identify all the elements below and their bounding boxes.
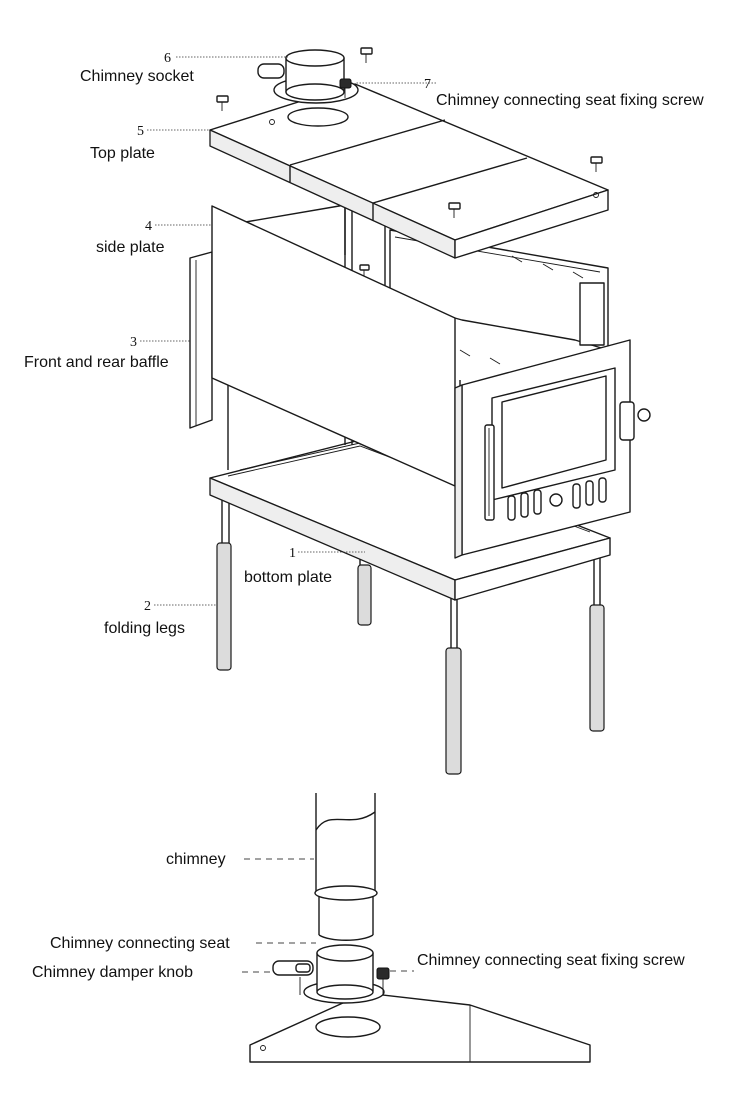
leg-front-right <box>445 598 462 775</box>
label-seat-fixing-screw: Chimney connecting seat fixing screw <box>417 952 685 969</box>
socket-screw-icon <box>339 78 352 98</box>
callout-number: 3 <box>130 335 137 350</box>
seat-fixing-screw-icon <box>376 967 390 995</box>
top-plate <box>209 83 609 259</box>
callout-1: 1 bottom plate <box>244 546 332 586</box>
screw-icon <box>360 47 373 63</box>
label-chimney-damper-knob: Chimney damper knob <box>32 964 193 981</box>
damper-handle <box>257 63 285 79</box>
base-plate-fragment <box>249 992 591 1063</box>
front-rear-baffle <box>189 251 213 429</box>
callout-number: 5 <box>137 124 144 139</box>
callout-number: 7 <box>424 77 431 92</box>
loose-screws <box>216 47 603 276</box>
callout-label-front-rear-baffle: Front and rear baffle <box>24 354 169 371</box>
door-hinge <box>484 424 495 521</box>
damper-knob <box>272 960 314 995</box>
callout-number: 4 <box>145 219 152 234</box>
callout-5: 5 Top plate <box>90 124 155 162</box>
callout-3: 3 Front and rear baffle <box>24 335 169 371</box>
leg-front-left <box>216 480 232 671</box>
screw-icon <box>216 95 229 111</box>
screw-icon <box>359 264 370 276</box>
callout-6: 6 Chimney socket <box>80 51 194 85</box>
callout-4: 4 side plate <box>96 219 165 256</box>
leg-back-left <box>357 555 372 626</box>
screw-icon <box>448 202 461 218</box>
folding-legs <box>216 480 605 775</box>
callout-label-chimney-socket: Chimney socket <box>80 68 194 85</box>
callout-label-bottom-plate: bottom plate <box>244 569 332 586</box>
callout-label-folding-legs: folding legs <box>104 620 185 637</box>
callout-leaders <box>140 56 436 606</box>
chimney-detail: chimney Chimney connecting seat Chimney … <box>32 793 685 1063</box>
callout-7: 7 Chimney connecting seat fixing screw <box>424 77 704 109</box>
callout-number: 6 <box>164 51 171 66</box>
leg-back-right <box>589 555 605 732</box>
callout-label-top-plate: Top plate <box>90 145 155 162</box>
stove-door <box>454 339 651 559</box>
label-chimney-connecting-seat: Chimney connecting seat <box>50 935 230 952</box>
callout-2: 2 folding legs <box>104 599 185 637</box>
callout-label-side-plate: side plate <box>96 239 165 256</box>
door-vents <box>507 477 607 521</box>
callout-number: 1 <box>289 546 296 561</box>
callout-number: 2 <box>144 599 151 614</box>
callout-label-seat-fixing-screw: Chimney connecting seat fixing screw <box>436 92 704 109</box>
chimney-pipe <box>314 793 378 941</box>
vent-slots-top <box>459 255 584 365</box>
chimney-connecting-seat <box>303 944 385 1004</box>
label-chimney: chimney <box>166 851 226 868</box>
chimney-socket <box>257 49 359 104</box>
door-latch <box>619 401 651 441</box>
bottom-plate <box>209 439 611 601</box>
screw-icon <box>590 156 603 172</box>
